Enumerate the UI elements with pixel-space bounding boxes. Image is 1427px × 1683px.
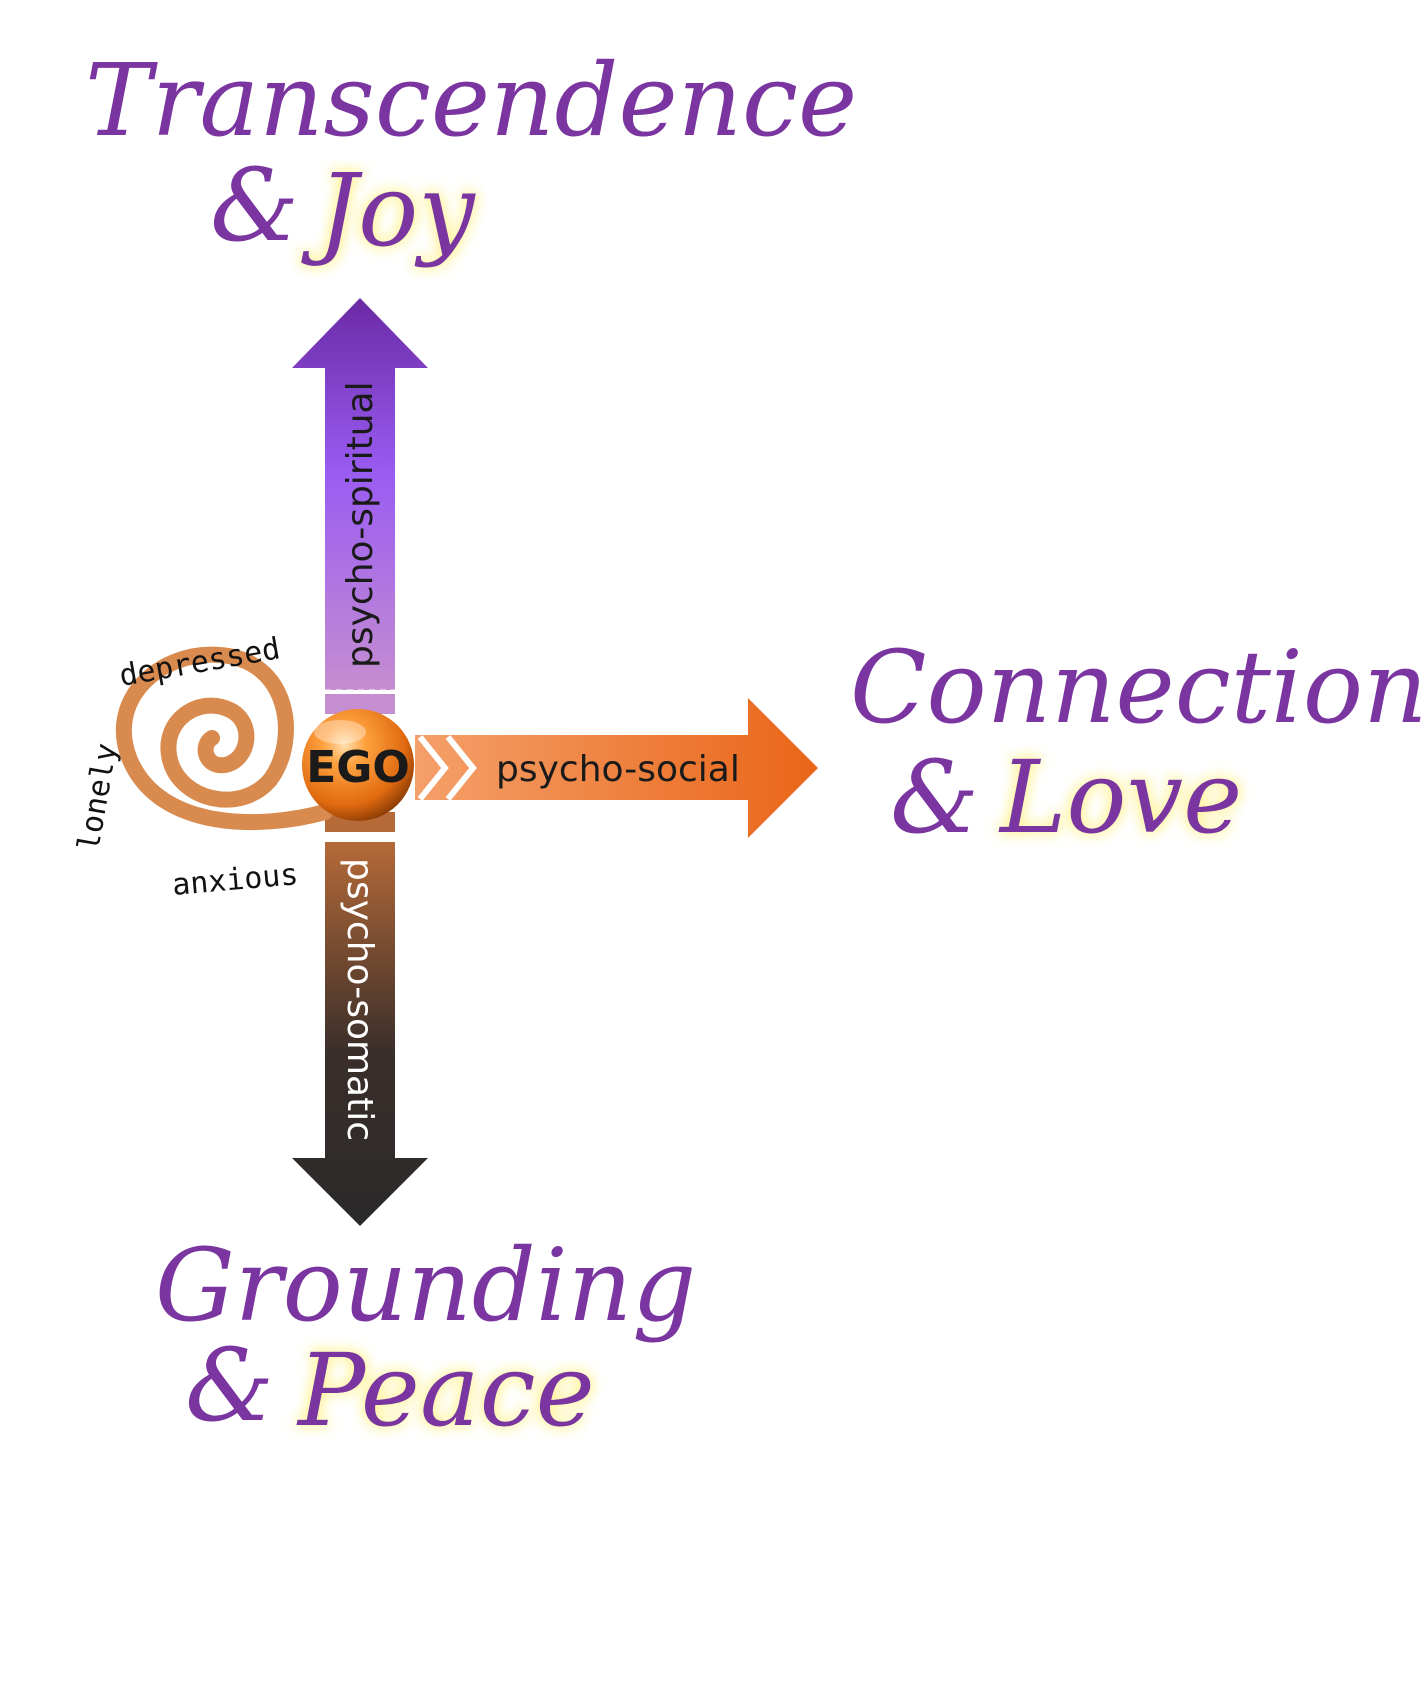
transcendence-text: Transcendence — [85, 42, 857, 159]
ego-label: EGO — [306, 742, 410, 793]
ego-ball: EGO — [302, 709, 414, 821]
psycho-social-arrow: psycho-social — [415, 698, 818, 838]
top-heading: Transcendence & Joy — [85, 42, 857, 269]
psycho-spiritual-arrow: psycho-spiritual — [292, 298, 428, 714]
bottom-ampersand: & — [185, 1327, 274, 1444]
connection-text: Connection — [850, 629, 1427, 746]
psycho-somatic-arrow: psycho-somatic — [292, 812, 428, 1226]
psycho-social-label: psycho-social — [496, 749, 740, 790]
right-heading: Connection & Love — [850, 629, 1427, 856]
spiral-icon: depressed lonely anxious — [71, 631, 333, 903]
mood-anxious: anxious — [171, 857, 300, 903]
mood-depressed: depressed — [117, 631, 283, 694]
top-ampersand: & — [210, 147, 299, 264]
psycho-spiritual-label: psycho-spiritual — [340, 381, 381, 668]
mood-lonely: lonely — [71, 741, 124, 854]
joy-text: Joy — [301, 152, 476, 269]
grounding-text: Grounding — [155, 1227, 696, 1344]
bottom-heading: Grounding & Peace — [155, 1227, 696, 1449]
right-ampersand: & — [890, 739, 979, 856]
psycho-somatic-label: psycho-somatic — [339, 858, 380, 1141]
peace-text: Peace — [296, 1332, 595, 1449]
love-text: Love — [998, 739, 1242, 856]
